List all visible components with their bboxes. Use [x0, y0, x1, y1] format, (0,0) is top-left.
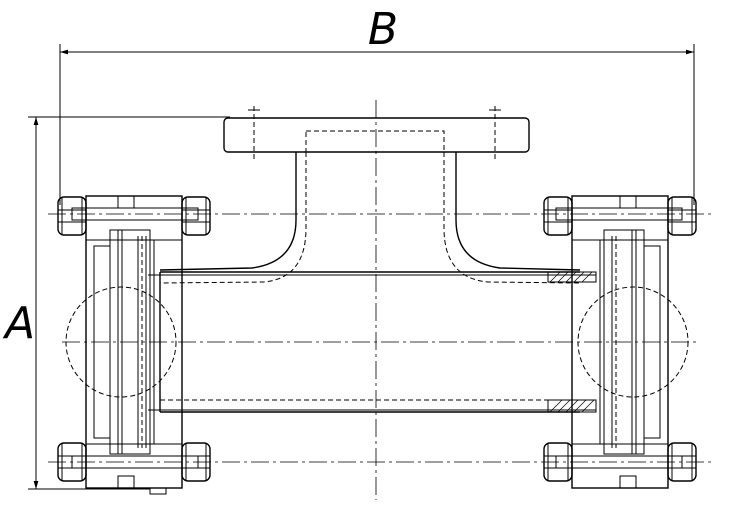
top-flange: [223, 106, 530, 162]
tee-body: [148, 152, 596, 413]
dimension-b: B: [59, 4, 695, 205]
dimension-a-label: A: [2, 298, 35, 349]
left-flange-assembly: [57, 195, 211, 495]
dimension-a: A: [2, 116, 230, 490]
dimension-b-label: B: [368, 4, 398, 55]
center-lines: [48, 100, 712, 500]
right-flange-assembly: [543, 195, 697, 489]
